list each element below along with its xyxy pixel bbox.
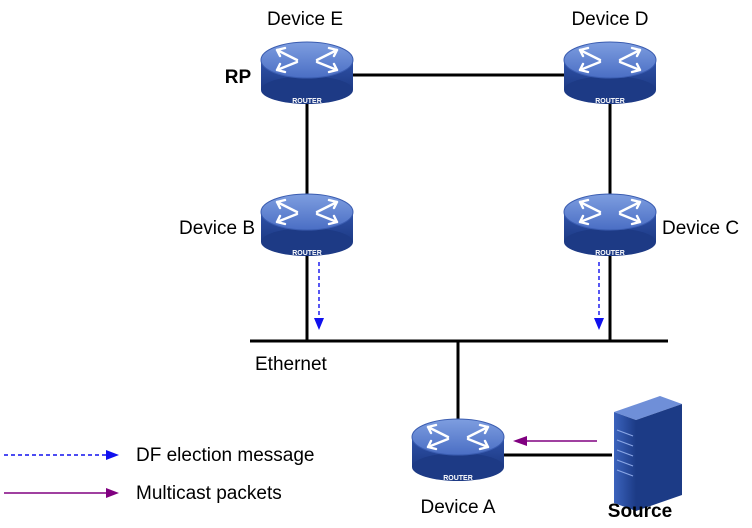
multicast-arrowhead [513, 436, 527, 446]
legend-mc-label: Multicast packets [136, 483, 282, 504]
df-arrowhead-b [314, 318, 324, 330]
label-device-d: Device D [571, 9, 648, 30]
legend-mc-arrowhead [106, 488, 119, 498]
label-device-a: Device A [421, 497, 496, 518]
df-arrowhead-c [594, 318, 604, 330]
router-badge-d: ROUTER [595, 98, 625, 105]
source-server-icon [614, 396, 682, 511]
router-badge-e: ROUTER [292, 98, 322, 105]
legend-df-arrowhead [106, 450, 119, 460]
router-device-b: ROUTER [259, 192, 355, 258]
label-device-b: Device B [179, 218, 255, 239]
router-badge-b: ROUTER [292, 250, 322, 257]
label-rp: RP [225, 67, 252, 88]
label-ethernet: Ethernet [255, 354, 328, 375]
df-arrows [318, 262, 600, 318]
router-device-d: ROUTER [562, 40, 658, 106]
label-device-e: Device E [267, 9, 343, 30]
router-badge-c: ROUTER [595, 250, 625, 257]
label-device-c: Device C [662, 218, 739, 239]
legend-df-label: DF election message [136, 445, 314, 466]
label-source: Source [608, 501, 672, 522]
router-device-c: ROUTER [562, 192, 658, 258]
router-badge-a: ROUTER [443, 475, 473, 482]
router-device-a: ROUTER [410, 417, 506, 483]
router-device-e: ROUTER [259, 40, 355, 106]
links [305, 73, 612, 457]
legend: DF election message Multicast packets [4, 445, 314, 504]
